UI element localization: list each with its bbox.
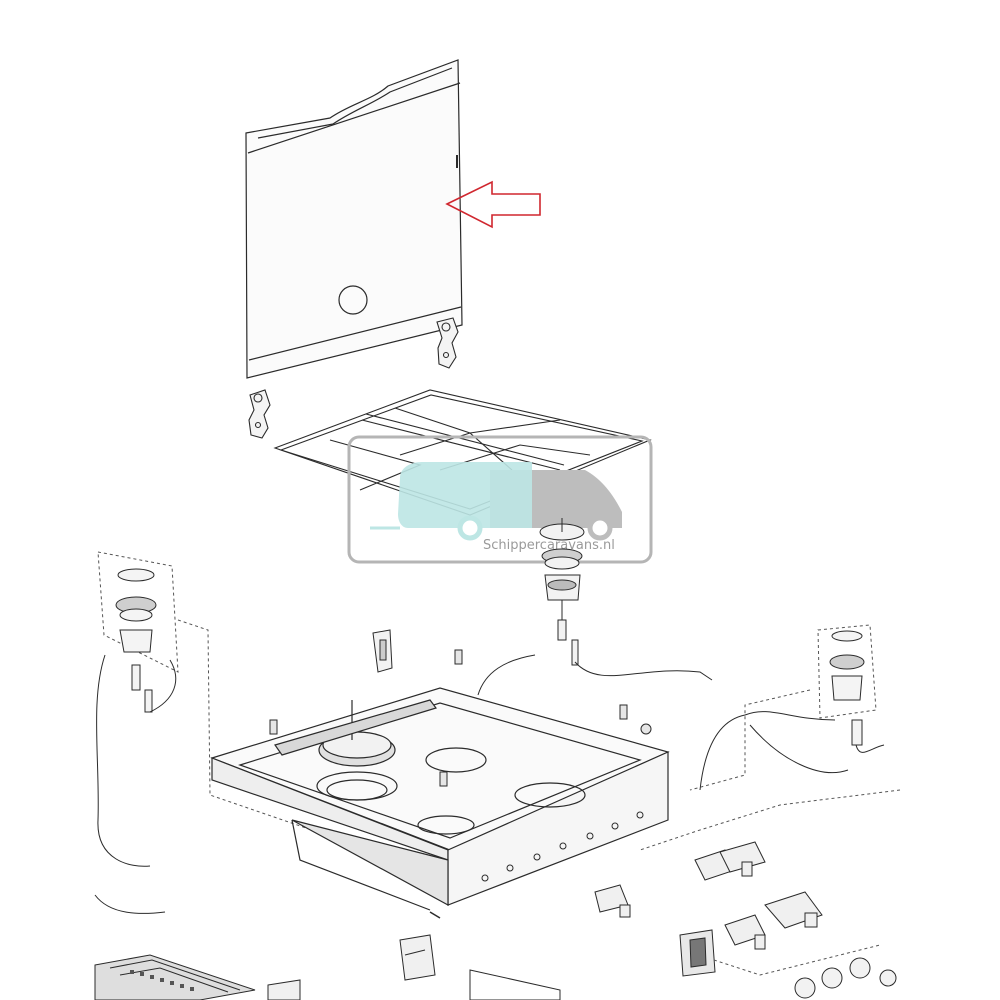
- left-burner-assembly: [97, 551, 179, 713]
- hob-front-holes: [481, 811, 644, 882]
- right-lower-wire: [749, 724, 849, 774]
- arrow-left-icon: [445, 180, 541, 229]
- gas-valves: [594, 841, 823, 950]
- right-burner-assembly: [817, 624, 877, 746]
- right-thermocouple-wire: [855, 744, 885, 753]
- center-burner-assembly: [539, 518, 585, 666]
- center-thermocouple-wire: [574, 661, 713, 681]
- screws: [269, 649, 652, 787]
- caravan-silhouette: [398, 462, 532, 528]
- control-knobs: [794, 957, 897, 999]
- left-ignition-wire: [149, 659, 177, 713]
- control-panel-keys: [130, 970, 194, 991]
- left-hinge: [248, 389, 271, 439]
- watermark-logo: Schippercaravans.nl: [347, 435, 653, 564]
- right-hinge: [436, 317, 459, 369]
- left-thermocouple-wire: [96, 654, 151, 867]
- right-ignition-wire: [699, 711, 836, 791]
- left-lower-wire: [94, 894, 166, 914]
- switch-block: [679, 929, 716, 977]
- lower-right-line: [713, 944, 881, 976]
- dashed-leader-lines: [177, 619, 901, 851]
- center-ignition-wire: [477, 654, 536, 696]
- watermark-text: Schippercaravans.nl: [483, 538, 615, 553]
- glass-cover-lid: [245, 59, 463, 379]
- bottom-center-parts: [267, 934, 561, 1000]
- hob-body: [210, 687, 670, 911]
- control-panel: [94, 954, 256, 1000]
- mounting-bracket: [372, 629, 393, 673]
- bottom-hob-edge: [429, 911, 441, 919]
